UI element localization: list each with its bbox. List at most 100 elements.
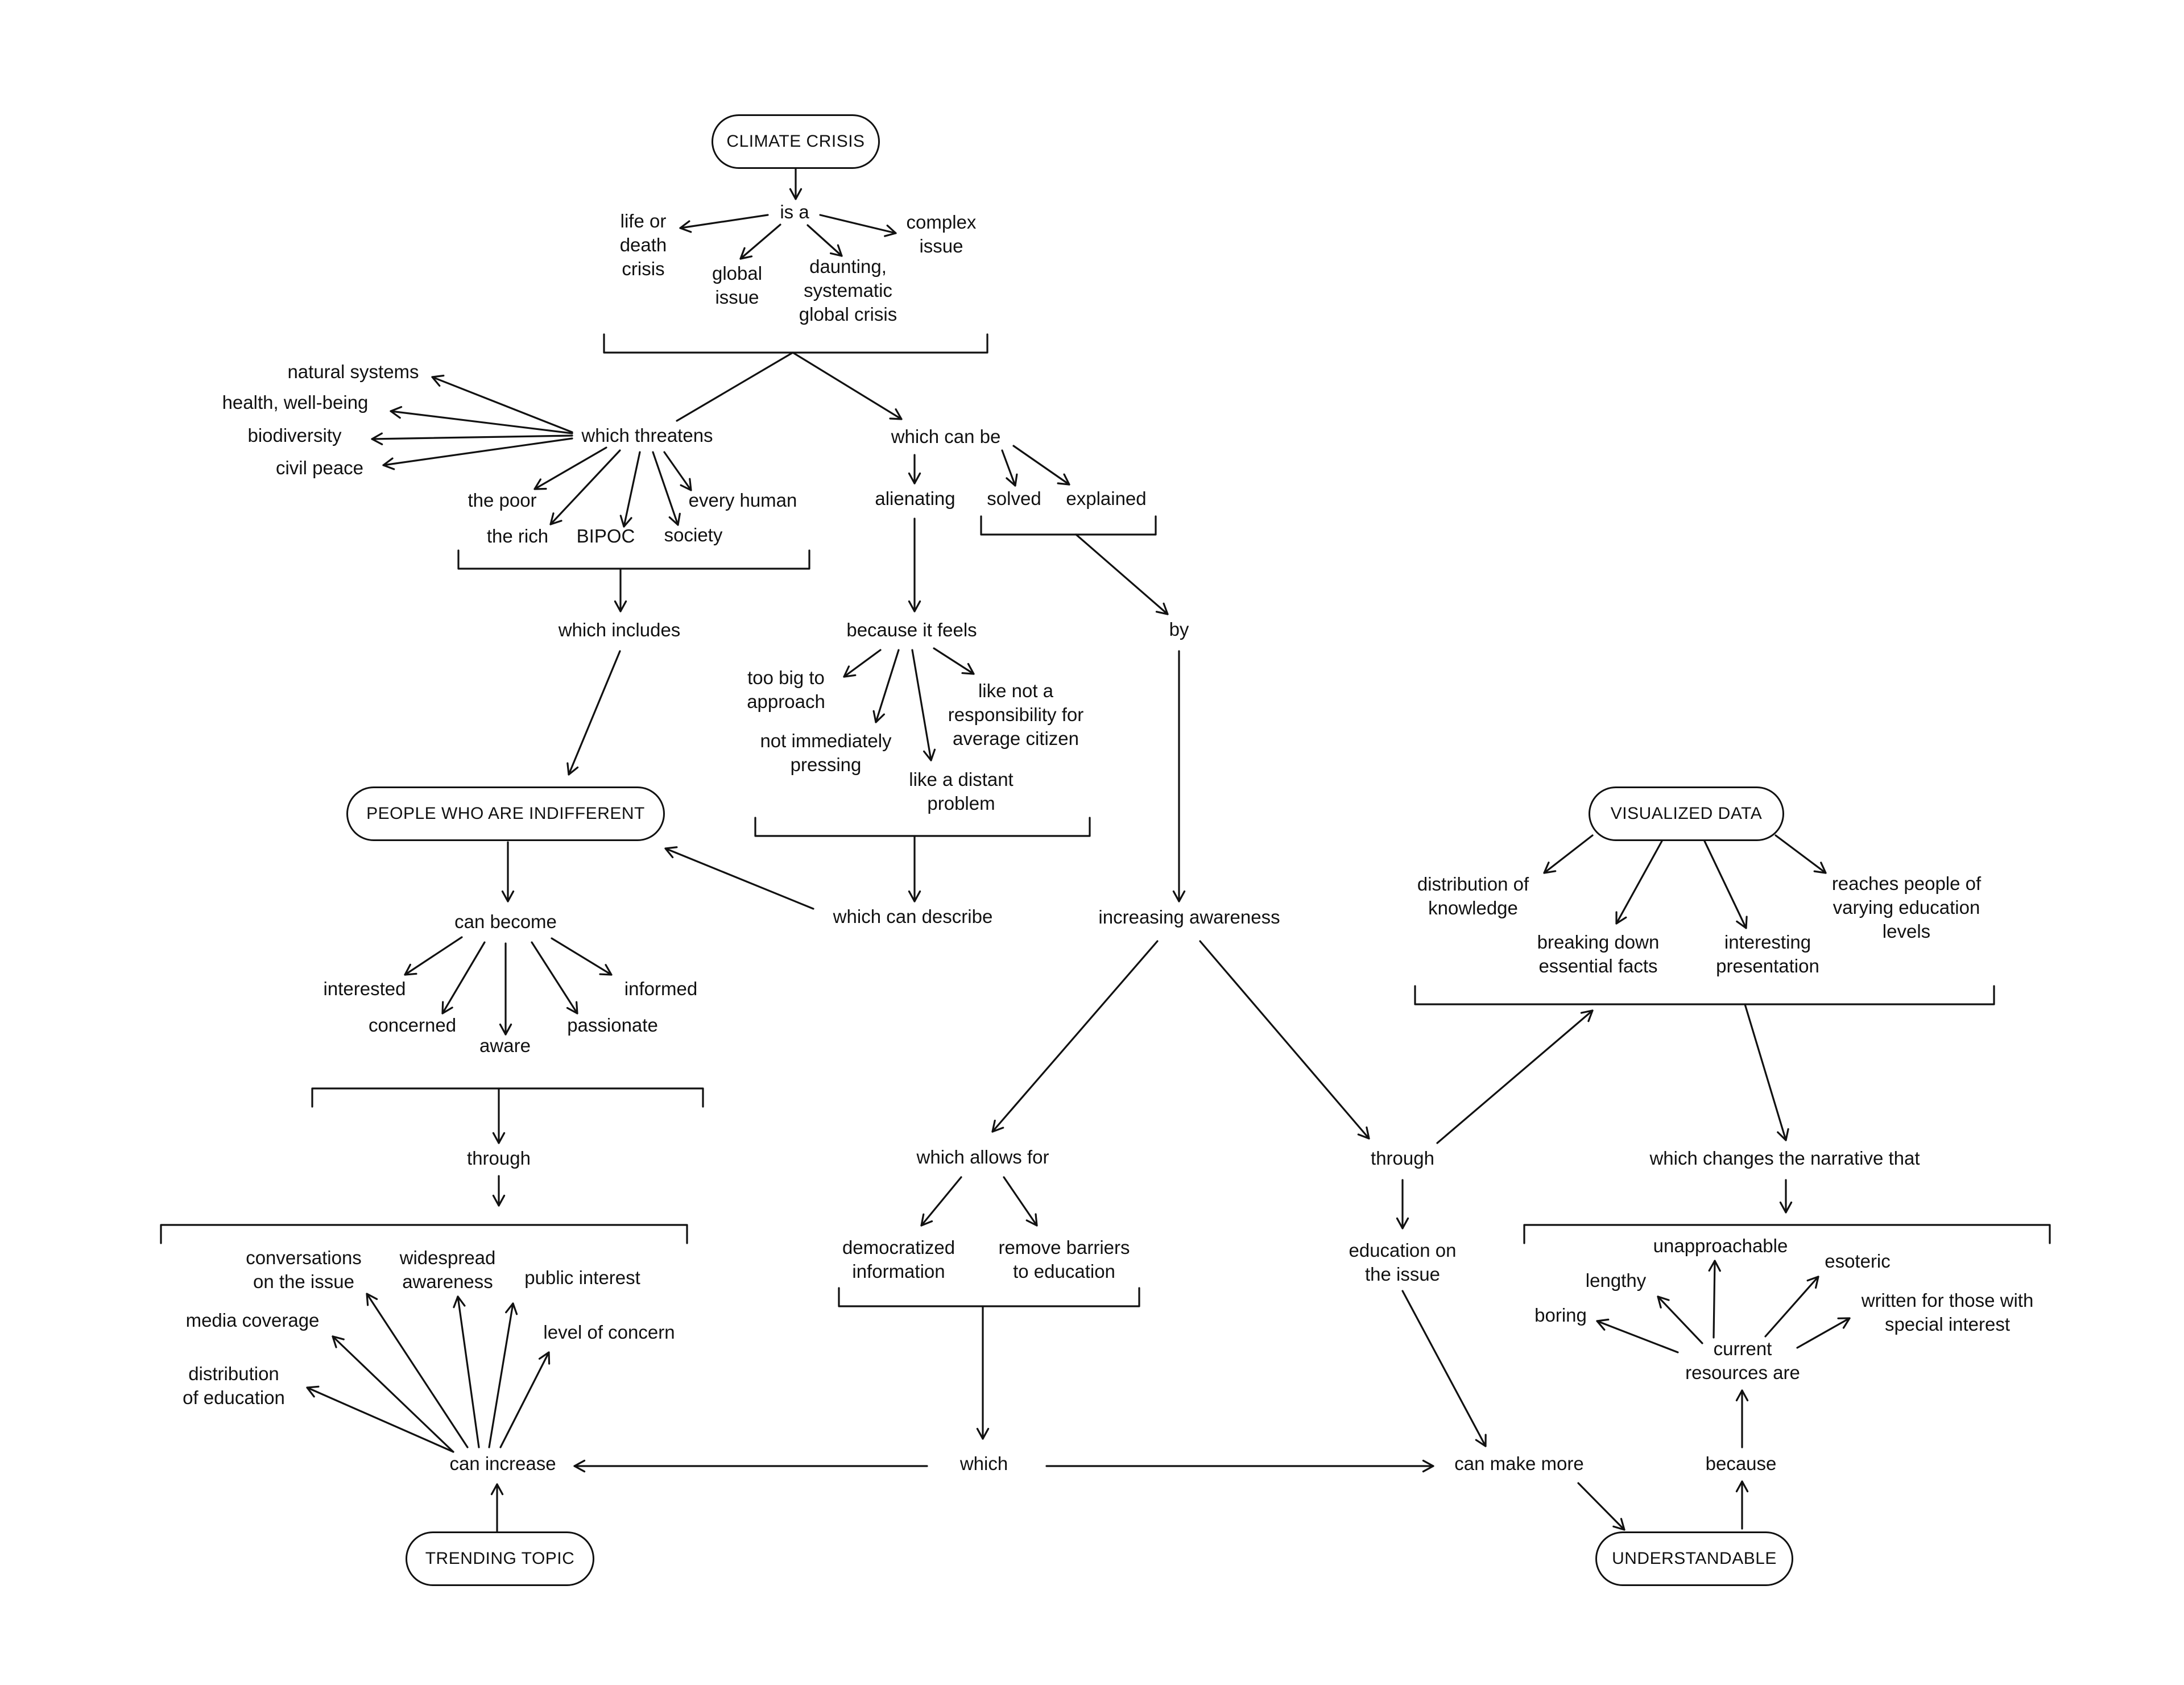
connector-arrow-45 [306, 1386, 454, 1453]
connector-arrow-13 [533, 446, 607, 490]
label-distant-problem: like a distant problem [909, 769, 1014, 814]
arrowhead-5 [884, 224, 897, 237]
group-bracket-44 [160, 1224, 688, 1244]
label-unapproachable: unapproachable [1653, 1235, 1788, 1256]
connector-arrow-30 [933, 647, 975, 675]
connector-arrow-72 [1713, 1260, 1716, 1339]
label-media-coverage: media coverage [185, 1310, 320, 1331]
label-natural-systems: natural systems [287, 361, 419, 382]
arrowhead-70 [1779, 1201, 1793, 1214]
label-which: which [959, 1453, 1008, 1474]
label-because: because [1705, 1453, 1777, 1474]
connector-arrow-29 [911, 649, 932, 761]
arrowhead-46 [332, 1335, 345, 1348]
label-alienating: alienating [875, 488, 956, 509]
connector-arrow-66 [1703, 840, 1747, 929]
label-can-increase: can increase [449, 1453, 556, 1474]
arrowhead-10 [390, 406, 403, 419]
arrowhead-57 [976, 1427, 990, 1440]
arrowhead-72 [1708, 1260, 1721, 1272]
arrowhead-40 [599, 964, 613, 976]
arrowhead-42 [492, 1132, 506, 1144]
arrowhead-20 [566, 762, 579, 776]
label-breaking-down: breaking down essential facts [1537, 931, 1660, 976]
connector-arrow-36 [404, 936, 463, 976]
connector-arrow-22 [1001, 449, 1016, 487]
arrowhead-26 [908, 600, 921, 612]
label-the-rich: the rich [486, 525, 549, 547]
connector-arrow-73 [1657, 1295, 1703, 1344]
arrowhead-29 [923, 748, 936, 761]
connector-arrow-65 [1615, 840, 1663, 925]
label-solved: solved [987, 488, 1041, 509]
label-bipoc: BIPOC [576, 525, 635, 547]
arrowhead-63 [1612, 1518, 1625, 1531]
label-through-left: through [467, 1148, 531, 1169]
label-biodiversity: biodiversity [247, 425, 342, 446]
group-bracket-71 [1523, 1224, 2051, 1244]
connector-arrow-67 [1774, 834, 1827, 874]
connector-arrow-16 [652, 451, 679, 526]
connector-arrow-27 [843, 649, 882, 678]
arrowhead-27 [843, 665, 857, 678]
label-reaches-people: reaches people of varying education leve… [1831, 873, 1982, 942]
arrowhead-58 [573, 1459, 586, 1473]
connector-arrow-2 [679, 214, 769, 229]
label-not-pressing: not immediately pressing [760, 730, 892, 775]
arrowhead-43 [492, 1194, 506, 1207]
connector-arrow-50 [499, 1351, 550, 1448]
arrowhead-75 [1806, 1276, 1819, 1289]
label-health: health, well-being [222, 392, 369, 413]
connector-arrow-11 [371, 434, 573, 440]
arrowhead-77 [1735, 1480, 1749, 1493]
arrowhead-62 [1475, 1434, 1487, 1447]
arrowhead-65 [1615, 911, 1627, 925]
arrowhead-76 [1837, 1317, 1851, 1329]
arrowhead-39 [566, 1001, 578, 1015]
label-distribution-education: distribution of education [183, 1363, 285, 1408]
connector-arrow-46 [332, 1335, 454, 1453]
arrowhead-17 [680, 478, 692, 491]
connector-arrow-17 [663, 451, 692, 491]
connector-arrow-61 [1436, 1009, 1594, 1144]
arrowhead-4 [829, 244, 843, 257]
arrowhead-14 [549, 512, 562, 525]
label-interesting-presentation: interesting presentation [1716, 931, 1819, 976]
arrowhead-38 [499, 1023, 512, 1036]
node-climate-crisis: CLIMATE CRISIS [712, 114, 880, 169]
arrowhead-66 [1736, 916, 1748, 929]
arrowhead-64 [1543, 862, 1557, 874]
connector-arrow-9 [431, 376, 573, 433]
connector-arrow-20 [568, 650, 621, 776]
arrowhead-9 [431, 374, 445, 387]
label-written-for: written for those with special interest [1861, 1290, 2034, 1335]
label-life-or-death: life or death crisis [619, 210, 667, 279]
connector-arrow-37 [441, 941, 486, 1015]
arrowhead-25 [1155, 602, 1169, 615]
label-widespread: widespread awareness [399, 1247, 496, 1292]
arrowhead-34 [1172, 890, 1186, 902]
label-current-resources: current resources are [1685, 1338, 1800, 1383]
connector-arrow-33 [664, 847, 814, 910]
label-democratized: democratized information [842, 1237, 956, 1282]
connector-arrow-14 [549, 449, 621, 525]
arrowhead-61 [1580, 1009, 1594, 1022]
connector-arrow-25 [1075, 533, 1169, 615]
node-trending-topic: TRENDING TOPIC [406, 1531, 594, 1586]
arrowhead-47 [366, 1293, 378, 1306]
connector-arrow-62 [1401, 1290, 1487, 1447]
node-visualized-data: VISUALIZED DATA [1589, 786, 1784, 841]
label-which-can-be: which can be [891, 426, 1001, 447]
label-not-responsibility: like not a responsibility for average ci… [948, 680, 1084, 749]
node-understandable: UNDERSTANDABLE [1595, 1531, 1793, 1586]
label-public-interest: public interest [524, 1267, 640, 1288]
label-level-of-concern: level of concern [543, 1322, 675, 1343]
connector-arrow-5 [819, 214, 897, 234]
group-bracket-41 [311, 1087, 704, 1108]
arrowhead-45 [306, 1385, 320, 1398]
arrowhead-2 [679, 220, 692, 233]
arrowhead-60 [1396, 1217, 1409, 1229]
label-remove-barriers: remove barriers to education [998, 1237, 1130, 1282]
connector-arrow-15 [623, 451, 641, 528]
